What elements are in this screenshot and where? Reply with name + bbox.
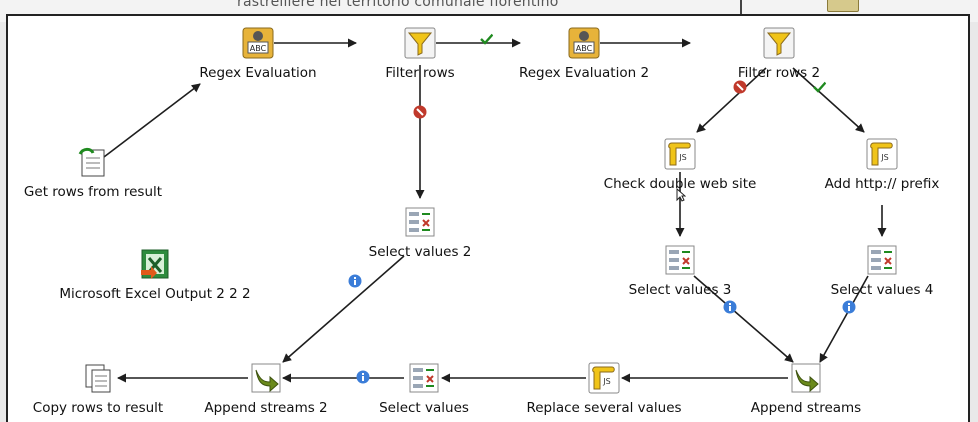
- filter-icon: [404, 27, 436, 59]
- info-hop-icon: [356, 370, 370, 384]
- step-label: Regex Evaluation: [199, 65, 317, 81]
- javascript-icon: JS: [588, 362, 620, 394]
- hop-get-rows-to-regex: [99, 83, 201, 161]
- append-icon: [791, 363, 821, 393]
- svg-text:JS: JS: [602, 377, 610, 386]
- true-hop-check-icon: [480, 33, 494, 45]
- get-rows-icon: [78, 147, 105, 177]
- hop-select4-to-append: [819, 275, 869, 363]
- select-values-icon: [867, 245, 897, 275]
- info-hop-icon: [348, 274, 362, 288]
- select-values-icon: [665, 245, 695, 275]
- info-hop-icon: [842, 300, 856, 314]
- svg-text:JS: JS: [880, 153, 888, 162]
- hop-select2-to-append2: [282, 255, 405, 363]
- regex-icon: ABC: [568, 27, 600, 59]
- mouse-pointer-icon: [676, 188, 686, 202]
- svg-text:ABC: ABC: [250, 44, 267, 53]
- svg-text:ABC: ABC: [576, 44, 593, 53]
- step-label: Copy rows to result: [32, 400, 164, 416]
- step-label: Get rows from result: [23, 184, 163, 200]
- step-label: Add http:// prefix: [824, 176, 940, 192]
- copy-rows-icon: [85, 364, 111, 393]
- select-values-icon: [405, 207, 435, 237]
- step-label: Select values 2: [368, 244, 472, 260]
- false-hop-stop-icon: [733, 80, 747, 94]
- true-hop-check-icon: [813, 81, 827, 93]
- step-label: Microsoft Excel Output 2 2 2: [59, 286, 251, 302]
- window-divider: [740, 0, 742, 22]
- step-label: Select values 3: [628, 282, 732, 298]
- false-hop-stop-icon: [413, 105, 427, 119]
- step-label: Filter rows 2: [737, 65, 821, 81]
- step-label: Check double web site: [603, 176, 757, 192]
- step-label: Regex Evaluation 2: [518, 65, 650, 81]
- background-window-title: rastrelliere nel territorio comunale fio…: [237, 0, 559, 10]
- hop-filter2-to-addhttp: [792, 67, 865, 133]
- javascript-icon: JS: [866, 138, 898, 170]
- excel-output-icon: [141, 249, 169, 279]
- step-label: Append streams 2: [204, 400, 328, 416]
- filter-icon: [763, 27, 795, 59]
- step-label: Select values 4: [830, 282, 934, 298]
- append-icon: [251, 363, 281, 393]
- hop-select3-to-append: [693, 275, 794, 363]
- select-values-icon: [409, 363, 439, 393]
- info-hop-icon: [723, 300, 737, 314]
- svg-text:JS: JS: [678, 153, 686, 162]
- step-label: Select values: [379, 400, 469, 416]
- step-label: Filter rows: [385, 65, 455, 81]
- step-label: Append streams: [750, 400, 862, 416]
- hop-filter2-to-check: [696, 67, 767, 133]
- javascript-icon: JS: [664, 138, 696, 170]
- regex-icon: ABC: [242, 27, 274, 59]
- step-label: Replace several values: [526, 400, 682, 416]
- background-step-icon: [827, 0, 859, 12]
